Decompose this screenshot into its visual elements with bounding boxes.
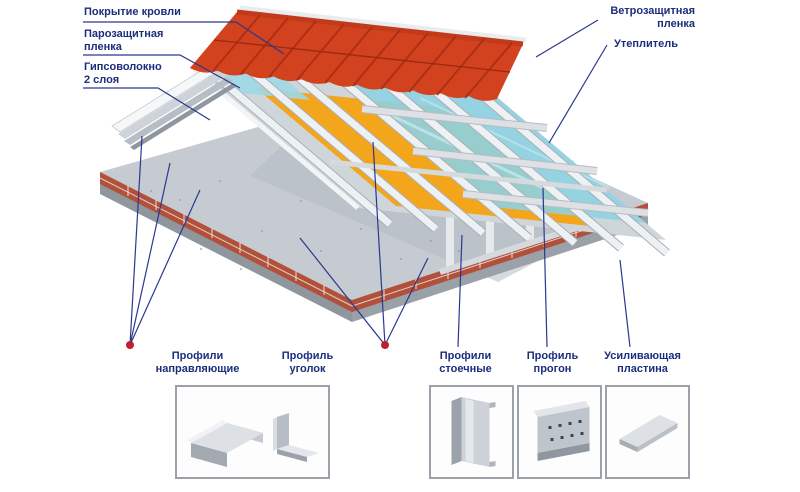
- roof-tiles: [190, 5, 527, 101]
- profile-image-purlin: [517, 385, 602, 479]
- label-vapor-film: Парозащитная пленка: [84, 28, 164, 53]
- plate-profile-drawing: [619, 415, 678, 452]
- profile-image-plate: [605, 385, 690, 479]
- label-purlin-profile: Профиль прогон: [526, 350, 579, 375]
- label-gypsum-fiber: Гипсоволокно 2 слоя: [84, 61, 162, 86]
- guide-and-angle-profile-drawing: [187, 413, 319, 467]
- label-guide-profiles: Профили направляющие: [155, 350, 240, 375]
- purlins: [329, 105, 649, 217]
- label-roof-covering: Покрытие кровли: [84, 6, 181, 18]
- profile-image-stud: [429, 385, 514, 479]
- leader-lines: [83, 19, 631, 348]
- label-insulation: Утеплитель: [614, 38, 678, 50]
- stud-profile-drawing: [451, 397, 496, 467]
- label-wind-film: Ветрозащитная пленка: [610, 5, 695, 30]
- eave-layers: [111, 61, 237, 150]
- label-stud-profiles: Профили стоечные: [439, 350, 492, 375]
- roof-slope: [188, 64, 670, 257]
- marker-dots: [126, 341, 389, 349]
- label-angle-profile: Профиль уголок: [281, 350, 334, 375]
- label-reinforcing-plate: Усиливающая пластина: [604, 350, 681, 375]
- profile-image-guides-and-angle: [175, 385, 330, 479]
- purlin-profile-drawing: [533, 401, 590, 461]
